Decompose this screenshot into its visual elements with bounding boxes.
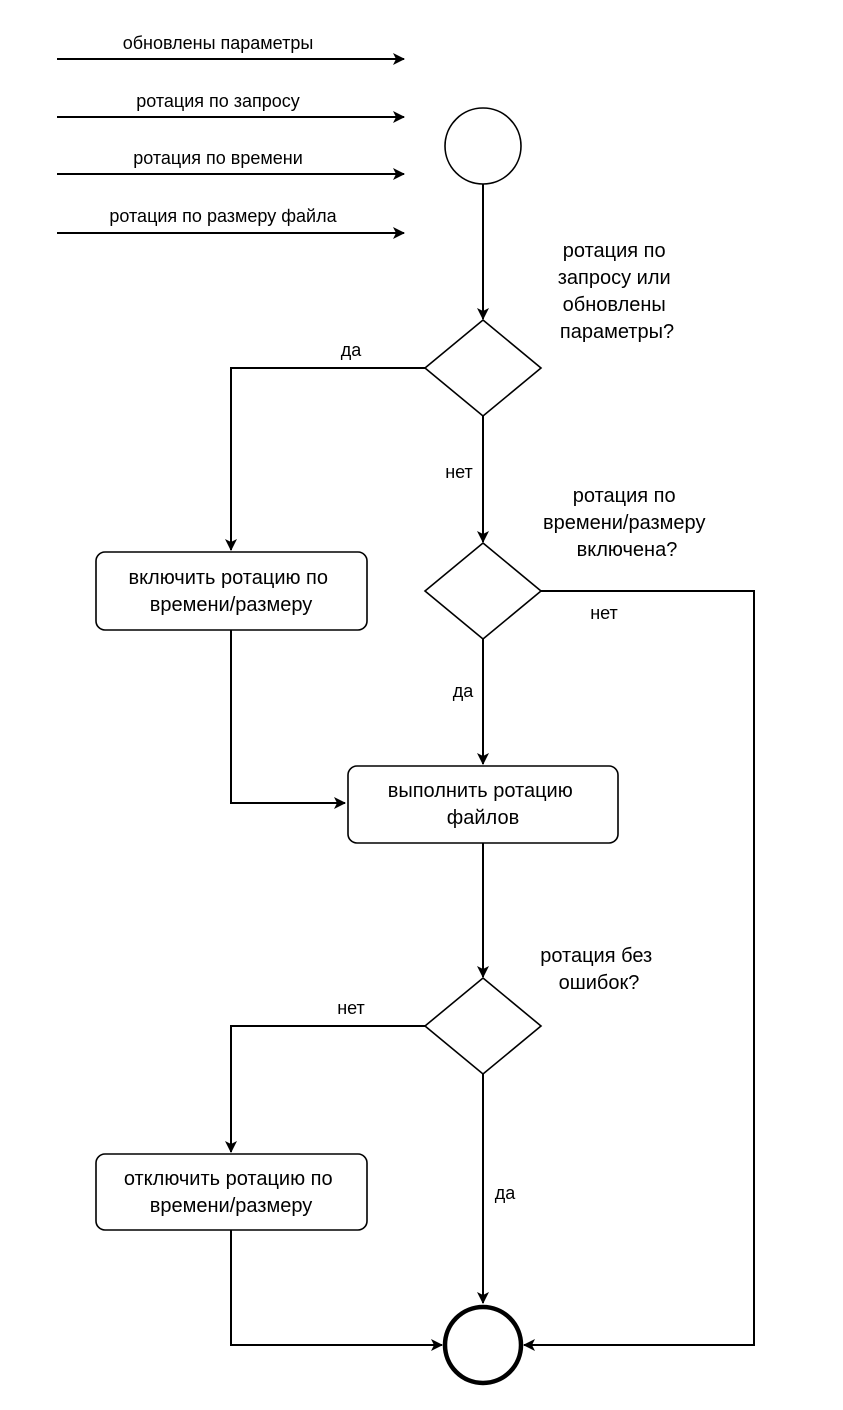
decision-3-no-label: нет <box>337 998 365 1018</box>
decision-1-no-label: нет <box>445 462 473 482</box>
edge-disable-to-end <box>230 1230 443 1351</box>
decision-2-yes-label: да <box>453 681 475 701</box>
action-rotate-files <box>347 765 619 844</box>
end-node <box>442 1304 524 1386</box>
decision-2-diamond <box>423 541 543 641</box>
edge-decision-1-yes <box>225 367 425 551</box>
decision-1-label: ротация по запросу или обновлены парамет… <box>558 240 677 343</box>
decision-2-no-label: нет <box>590 603 618 623</box>
action-enable-rotation-label: включить ротацию по времени/размеру <box>128 567 333 616</box>
action-disable-rotation-label: отключить ротацию по времени/размеру <box>124 1168 338 1217</box>
action-enable-rotation <box>95 551 368 631</box>
decision-1-yes-label: да <box>341 340 363 360</box>
decision-3-diamond <box>423 976 543 1076</box>
event-label-rotation-on-request: ротация по запросу <box>136 91 300 111</box>
event-label-rotation-by-size: ротация по размеру файла <box>109 206 337 226</box>
start-node <box>444 107 522 185</box>
decision-2-label: ротация по времени/размеру включена? <box>543 485 711 561</box>
incoming-events: обновлены параметры ротация по запросу р… <box>57 33 405 239</box>
decision-3-label: ротация без ошибок? <box>540 945 658 994</box>
edge-enable-to-rotate <box>230 630 346 809</box>
edge-decision-3-no <box>225 1025 425 1153</box>
action-rotate-files-label: выполнить ротацию файлов <box>388 780 579 829</box>
event-label-rotation-by-time: ротация по времени <box>133 148 303 168</box>
action-disable-rotation <box>95 1153 368 1231</box>
edge-decision-2-no <box>523 590 755 1351</box>
decision-1-diamond <box>423 318 543 418</box>
decision-3-yes-label: да <box>495 1183 517 1203</box>
event-label-params-updated: обновлены параметры <box>123 33 314 53</box>
